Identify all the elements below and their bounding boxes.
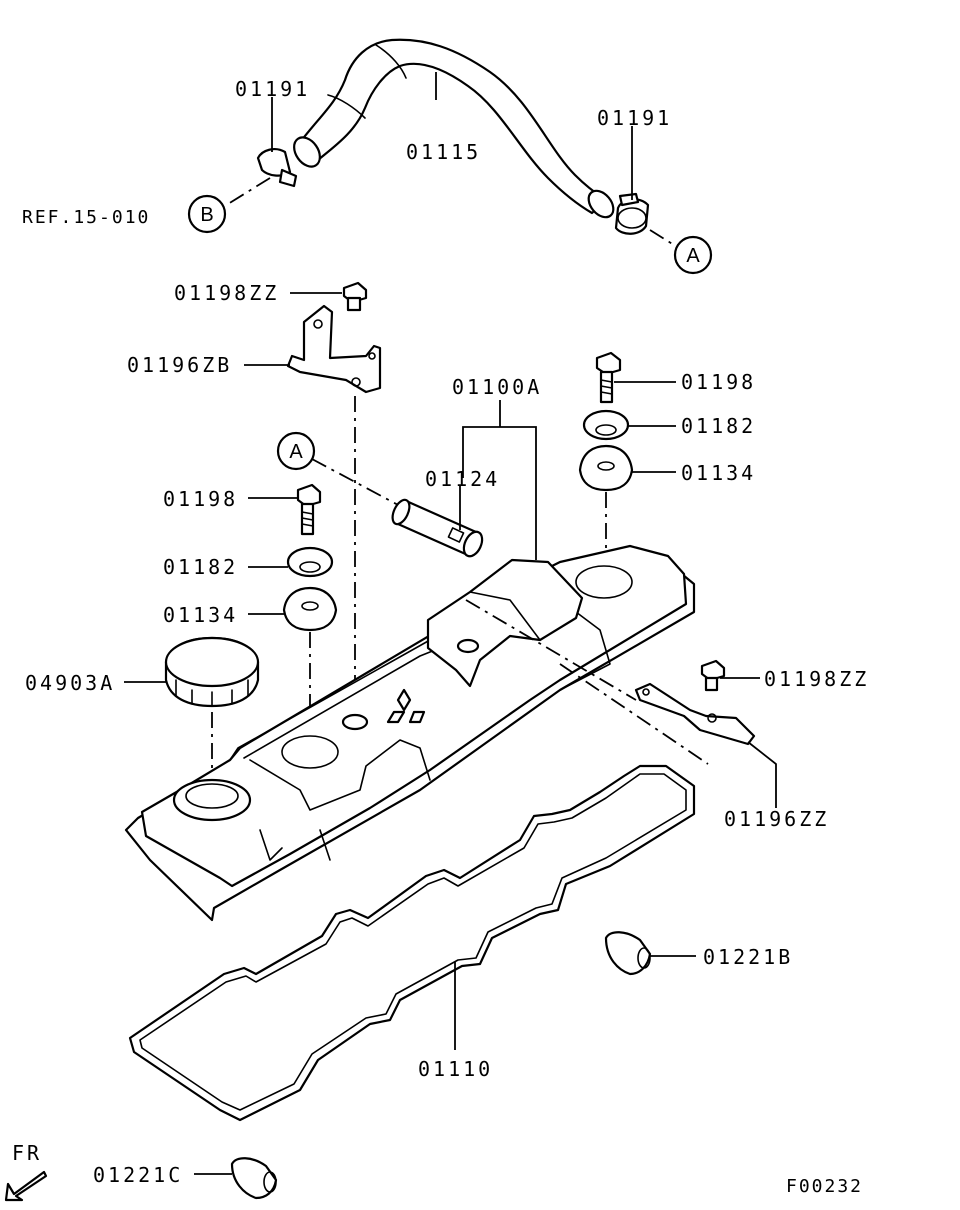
label-grommet-right: 01134 bbox=[681, 461, 756, 485]
label-plug-b: 01221B bbox=[703, 945, 793, 969]
plug-01221c bbox=[230, 1157, 278, 1200]
oil-filler-cap bbox=[164, 636, 260, 708]
label-clamp-right: 01191 bbox=[597, 106, 672, 130]
connector-circle-a-mid-text: A bbox=[289, 441, 303, 463]
label-ref: REF.15-010 bbox=[22, 207, 150, 228]
ref-circle-b bbox=[187, 194, 227, 234]
label-bolt-bracket-right: 01198ZZ bbox=[764, 667, 869, 691]
bolt-bracket-top bbox=[342, 281, 368, 312]
rocker-cover-gasket bbox=[128, 764, 696, 1122]
label-plug-c: 01221C bbox=[93, 1163, 183, 1187]
label-clamp-left: 01191 bbox=[235, 77, 310, 101]
bracket-right bbox=[634, 682, 756, 746]
connector-circle-a-top-text: A bbox=[686, 245, 700, 267]
washer-left bbox=[286, 546, 334, 578]
hose-clamp-right bbox=[614, 192, 650, 235]
label-pcv-valve: 01124 bbox=[425, 467, 500, 491]
breather-hose bbox=[293, 38, 615, 219]
plug-01221b bbox=[604, 931, 652, 976]
washer-right bbox=[582, 409, 630, 441]
figure-code: F00232 bbox=[786, 1176, 863, 1197]
ref-circle-b-text: B bbox=[200, 204, 213, 226]
label-oil-cap: 04903A bbox=[25, 671, 115, 695]
connector-circle-a-mid bbox=[276, 431, 316, 471]
label-front: FR bbox=[12, 1141, 42, 1165]
label-bolt-left: 01198 bbox=[163, 487, 238, 511]
pcv-valve bbox=[391, 498, 484, 558]
label-bracket-top: 01196ZB bbox=[127, 353, 232, 377]
label-cover-assy: 01100A bbox=[452, 375, 542, 399]
label-washer-left: 01182 bbox=[163, 555, 238, 579]
bolt-bracket-right bbox=[700, 659, 726, 692]
connector-circle-a-top bbox=[673, 235, 713, 275]
label-washer-right: 01182 bbox=[681, 414, 756, 438]
label-grommet-left: 01134 bbox=[163, 603, 238, 627]
label-bracket-right: 01196ZZ bbox=[724, 807, 829, 831]
bolt-right bbox=[595, 351, 622, 404]
label-bolt-bracket-top: 01198ZZ bbox=[174, 281, 279, 305]
hose-clamp-left bbox=[256, 148, 298, 188]
label-gasket: 01110 bbox=[418, 1057, 493, 1081]
grommet-left bbox=[282, 586, 338, 632]
rocker-cover bbox=[124, 544, 696, 922]
label-hose: 01115 bbox=[406, 140, 481, 164]
grommet-right bbox=[578, 444, 634, 492]
label-bolt-right: 01198 bbox=[681, 370, 756, 394]
bracket-top bbox=[286, 304, 382, 394]
front-direction-arrow bbox=[4, 1170, 48, 1202]
bolt-left bbox=[296, 483, 322, 536]
